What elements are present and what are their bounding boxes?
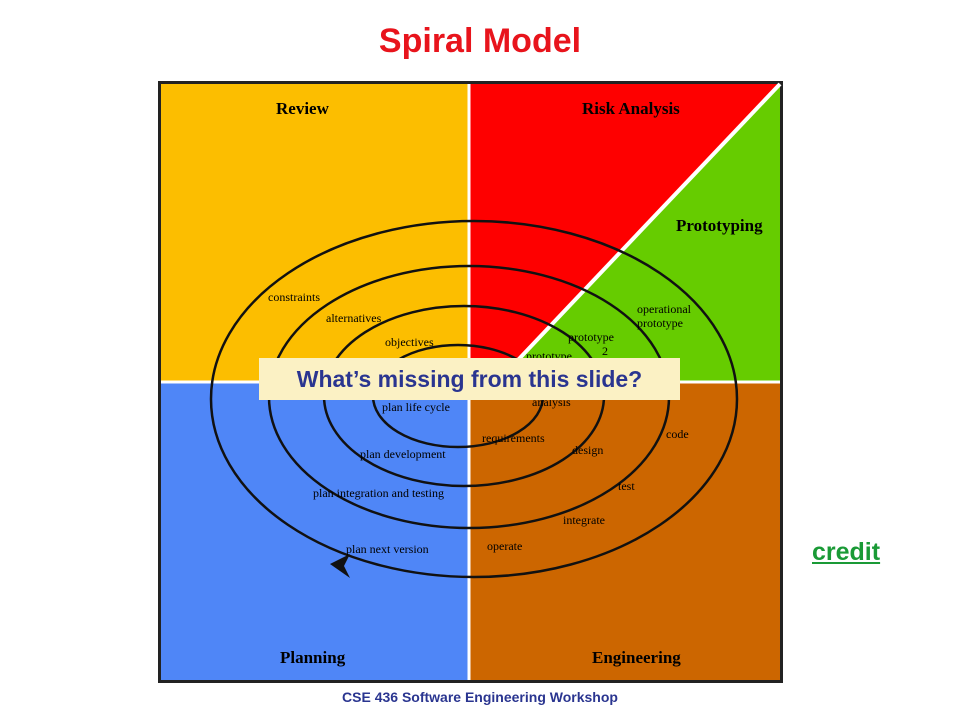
slide-title: Spiral Model — [378, 22, 582, 60]
planning-label: Planning — [280, 648, 346, 667]
operate-label: operate — [487, 539, 522, 553]
requirements-label: requirements — [482, 431, 545, 445]
code-label: code — [666, 427, 689, 441]
slide-footer: CSE 436 Software Engineering Workshop — [342, 689, 618, 705]
plan-development-label: plan development — [360, 447, 446, 461]
plan-integration-label: plan integration and testing — [313, 486, 444, 500]
prototyping-label: Prototyping — [676, 216, 763, 235]
operational-label: operational — [637, 302, 692, 316]
risk-prototyping-divider — [496, 82, 782, 383]
spiral-diagram-svg: Review Risk Analysis Prototyping Plannin… — [158, 81, 783, 683]
question-callout: What’s missing from this slide? — [259, 358, 680, 400]
plan-next-version-label: plan next version — [346, 542, 429, 556]
objectives-label: objectives — [385, 335, 434, 349]
constraints-label: constraints — [268, 290, 320, 304]
prototype-2-number: 2 — [602, 344, 608, 358]
alternatives-label: alternatives — [326, 311, 382, 325]
spiral-model-diagram: Review Risk Analysis Prototyping Plannin… — [158, 81, 783, 683]
planning-quadrant — [161, 383, 468, 680]
spiral-ring-outer — [209, 219, 739, 579]
credit-link[interactable]: credit — [812, 538, 881, 566]
engineering-label: Engineering — [592, 648, 681, 667]
test-label: test — [618, 479, 635, 493]
review-quadrant — [161, 84, 468, 381]
engineering-quadrant — [470, 383, 780, 680]
integrate-label: integrate — [563, 513, 605, 527]
prototype-2-label: prototype — [568, 330, 614, 344]
operational-prototype-label: prototype — [637, 316, 683, 330]
next-version-arrow-icon — [330, 554, 350, 578]
review-label: Review — [276, 99, 330, 118]
plan-life-cycle-label: plan life cycle — [382, 400, 450, 414]
risk-analysis-label: Risk Analysis — [582, 99, 680, 118]
design-label: design — [572, 443, 603, 457]
